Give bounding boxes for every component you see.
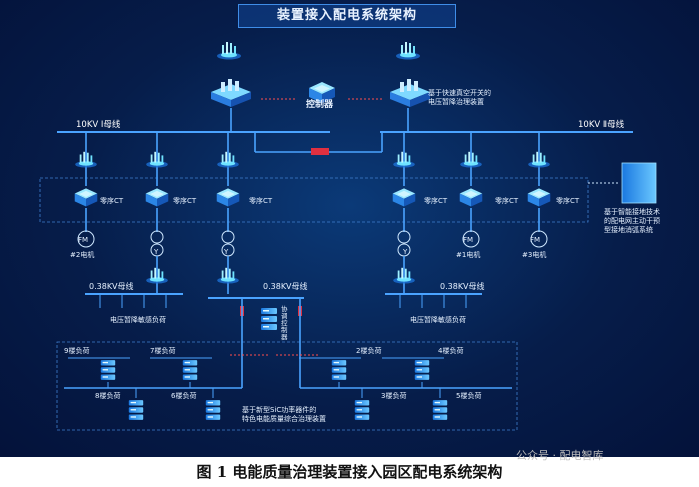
motor-2-label: #2电机: [70, 251, 95, 259]
ct-region-box: [39, 177, 589, 223]
y-symbol-3: Y: [403, 248, 408, 256]
bus-038-left-label: 0.38KV母线: [89, 282, 134, 291]
ct-label-1: 零序CT: [100, 197, 124, 205]
motor-1-label: #1电机: [456, 251, 481, 259]
coord-controller-label: 协调控制器: [281, 305, 288, 341]
bus-038-mid-label: 0.38KV母线: [263, 282, 308, 291]
load-6-server-icon: [205, 400, 221, 420]
y-symbol-1: Y: [154, 248, 159, 256]
fm-symbol-mid: FM: [463, 236, 474, 244]
motor-3-symbol: [530, 230, 548, 248]
load-9-server-icon: [100, 360, 116, 380]
sensitive-load-right-label: 电压暂降敏感负荷: [410, 316, 466, 324]
bus-10kv-1-label: 10KV Ⅰ母线: [76, 120, 121, 130]
load-3-server-icon: [354, 400, 370, 420]
right-vacuum-switch-device-icon: [390, 79, 430, 107]
fast-switch-device-label: 基于快速真空开关的 电压暂降治理装置: [428, 89, 491, 106]
bus-10kv-2-label: 10KV Ⅱ母线: [578, 120, 625, 130]
top-left-antenna-icon: [217, 42, 241, 60]
sic-device-label: 基于新型SiC功率器件的 特色电能质量综合治理装置: [242, 406, 326, 423]
load-7-server-icon: [182, 360, 198, 380]
ground-system-server-icon: [621, 162, 657, 204]
fm-symbol-right: FM: [530, 236, 541, 244]
figure-caption: 图 1 电能质量治理装置接入园区配电系统架构: [196, 463, 503, 481]
load-7-label: 7楼负荷: [150, 347, 176, 355]
sensitive-load-left-label: 电压暂降敏感负荷: [110, 316, 166, 324]
bus-tie-breaker: [311, 148, 329, 155]
fm-symbol-left: FM: [78, 236, 89, 244]
load-9-label: 9楼负荷: [64, 347, 90, 355]
feeder-3-ct-icon: [216, 188, 240, 207]
transformer-1-primary-symbol: [150, 230, 164, 244]
ct-label-3: 零序CT: [249, 197, 273, 205]
feeder-2-ct-icon: [145, 188, 169, 207]
load-8-label: 8楼负荷: [95, 392, 121, 400]
load-3-label: 3楼负荷: [381, 392, 407, 400]
load-2-label: 2楼负荷: [356, 347, 382, 355]
ct-label-6: 零序CT: [556, 197, 580, 205]
feeder-6-ct-icon: [527, 188, 551, 207]
watermark: 公众号 · 配电智库: [516, 449, 604, 462]
feeder-1-ct-icon: [74, 188, 98, 207]
top-right-antenna-icon: [396, 42, 420, 60]
bus-038-right-label: 0.38KV母线: [440, 282, 485, 291]
load-4-label: 4楼负荷: [438, 347, 464, 355]
motor-3-label: #3电机: [522, 251, 547, 259]
load-4-server-icon: [414, 360, 430, 380]
ct-label-5: 零序CT: [495, 197, 519, 205]
diagram-title: 装置接入配电系统架构: [238, 4, 456, 28]
building-load-region-box: [56, 341, 518, 431]
ct-label-2: 零序CT: [173, 197, 197, 205]
feeder-4-ct-icon: [392, 188, 416, 207]
feeder-5-ct-icon: [459, 188, 483, 207]
ct-label-4: 零序CT: [424, 197, 448, 205]
load-5-server-icon: [432, 400, 448, 420]
motor-2-symbol: [77, 230, 95, 248]
controller-label: 控制器: [306, 100, 334, 110]
transformer-2-primary-symbol: [221, 230, 235, 244]
transformer-3-primary-symbol: [397, 230, 411, 244]
load-8-server-icon: [128, 400, 144, 420]
diagram-lines: [39, 42, 657, 431]
architecture-diagram: 装置接入配电系统架构 控制器 基于快速真空开关的 电压暂降治理装置 10KV Ⅰ…: [0, 0, 699, 457]
load-5-label: 5楼负荷: [456, 392, 482, 400]
ground-system-label: 基于智能接地技术 的配电网主动干预 型接地消弧系统: [604, 208, 660, 234]
motor-1-symbol: [462, 230, 480, 248]
load-2-server-icon: [331, 360, 347, 380]
load-6-label: 6楼负荷: [171, 392, 197, 400]
coord-controller-icon: [261, 308, 277, 330]
left-vacuum-switch-device-icon: [211, 79, 251, 107]
y-symbol-2: Y: [224, 248, 229, 256]
